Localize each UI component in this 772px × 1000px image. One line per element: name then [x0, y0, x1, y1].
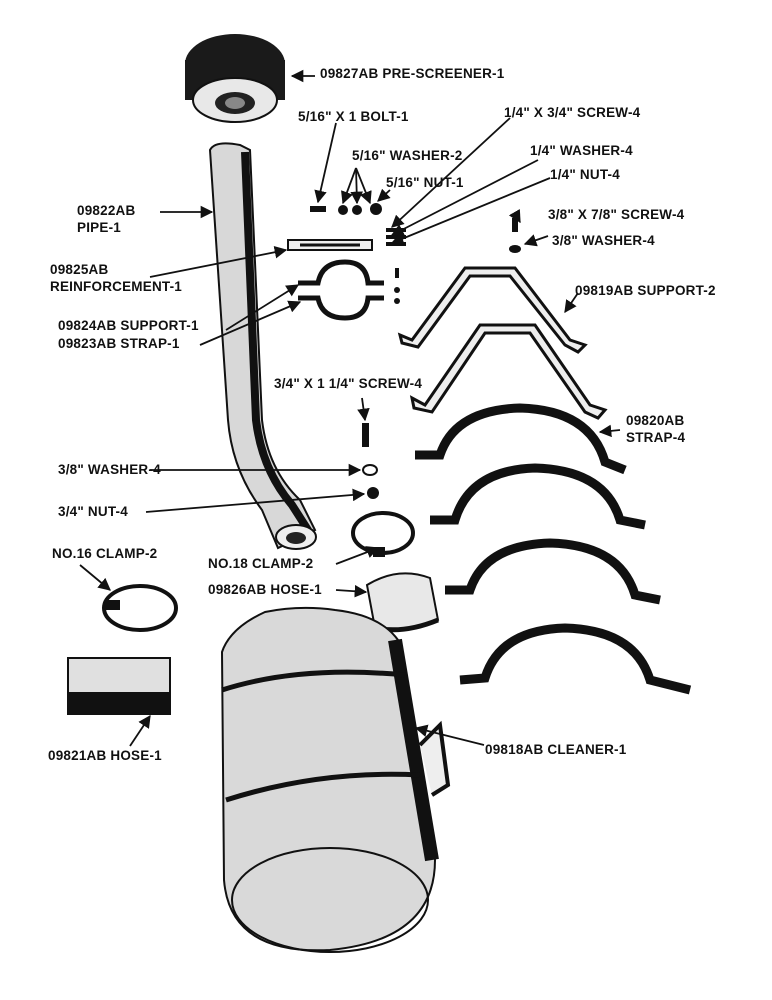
pipe-label-line1: 09822AB: [77, 203, 136, 218]
strap-4-label-line2: STRAP-4: [626, 430, 686, 445]
leader-arrows: [79, 69, 621, 747]
nut-516-label: 5/16" NUT-1: [386, 175, 464, 190]
screw-14-label: 1/4" X 3/4" SCREW-4: [504, 105, 641, 120]
support-2-label: 09819AB SUPPORT-2: [575, 283, 716, 298]
strap-4-part: [415, 403, 692, 695]
pre-screener-part: [185, 34, 285, 123]
washer-14-label: 1/4" WASHER-4: [530, 143, 633, 158]
hose-21-label: 09821AB HOSE-1: [48, 748, 162, 763]
support-2-part: [397, 266, 608, 420]
hose-26-label: 09826AB HOSE-1: [208, 582, 322, 597]
reinforcement-label-line2: REINFORCEMENT-1: [50, 279, 183, 294]
washer-516-label: 5/16" WASHER-2: [352, 148, 463, 163]
reinforcement-label-line1: 09825AB: [50, 262, 109, 277]
strap-4-label-line1: 09820AB: [626, 413, 685, 428]
clamp-16-part: [102, 584, 178, 632]
strap-1-label: 09823AB STRAP-1: [58, 336, 180, 351]
hose-21-part: [67, 657, 171, 715]
clamp-18-part: [351, 511, 415, 557]
clamp-16-label: NO.16 CLAMP-2: [52, 546, 158, 561]
washer-38-top-label: 3/8" WASHER-4: [552, 233, 655, 248]
nut-14-label: 1/4" NUT-4: [550, 167, 620, 182]
pipe-part: [208, 142, 317, 550]
nut-34-label: 3/4" NUT-4: [58, 504, 128, 519]
pipe-label-line2: PIPE-1: [77, 220, 121, 235]
cleaner-part: [220, 606, 451, 953]
support-1-part: [298, 259, 384, 321]
washer-38-bottom-label: 3/8" WASHER-4: [58, 462, 161, 477]
clamp-18-label: NO.18 CLAMP-2: [208, 556, 314, 571]
cleaner-label: 09818AB CLEANER-1: [485, 742, 627, 757]
support-1-label: 09824AB SUPPORT-1: [58, 318, 199, 333]
screw-34-label: 3/4" X 1 1/4" SCREW-4: [274, 376, 423, 391]
pre-screener-label: 09827AB PRE-SCREENER-1: [320, 66, 505, 81]
screw-38-label: 3/8" X 7/8" SCREW-4: [548, 207, 685, 222]
bolt-label: 5/16" X 1 BOLT-1: [298, 109, 409, 124]
reinforcement-part: [287, 239, 373, 251]
